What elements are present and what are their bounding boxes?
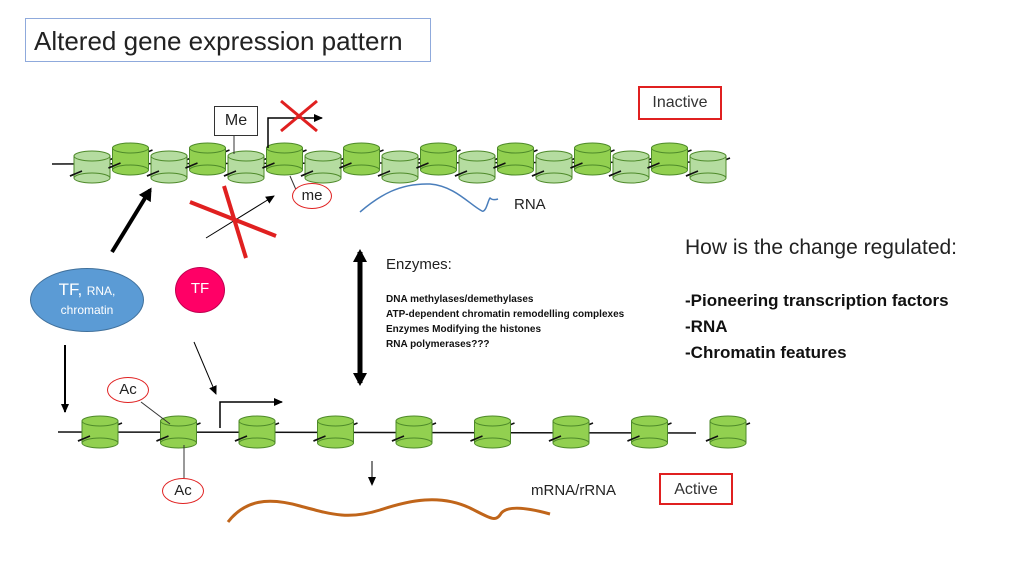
inactive-tss-arrow [267,114,323,148]
nucleosome [647,142,692,176]
pink-tf-arrow [193,341,217,395]
nucleosome [156,415,201,449]
red-x-block-transcription [280,99,318,133]
nucleosome [69,150,115,184]
enzyme-item: RNA polymerases??? [386,339,490,350]
tf-rna-label: RNA, [86,284,116,298]
nucleosome [570,142,615,176]
tf-main-label: TF, [58,280,83,299]
nucleosome [377,150,423,184]
tf-pink-oval: TF [175,267,225,313]
nucleosome [416,142,461,176]
nucleosome [313,415,358,449]
inactive-chromatin-fiber [51,142,731,184]
nucleosome [454,150,500,184]
nucleosome [548,415,594,449]
enzyme-item: Enzymes Modifying the histones [386,324,542,335]
regulation-heading: How is the change regulated: [685,236,958,259]
rna-label: RNA [514,196,546,213]
red-x-block-pathway [189,185,277,259]
nucleosome [339,142,384,176]
nucleosome [262,142,307,176]
nucleosome [300,150,346,184]
enzyme-item: DNA methylases/demethylases [386,294,534,305]
nucleosome [685,150,731,184]
inactive-label: Inactive [638,86,722,120]
active-tss-arrow [219,398,283,428]
methylation-box: Me [214,106,258,136]
ac-top-connector [140,401,171,425]
dna-strand [57,431,697,434]
acetylation-oval-top: Ac [107,377,149,403]
nucleosome [493,142,538,176]
tf-rna-chromatin-oval: TF, RNA, chromatin [30,268,144,332]
enzyme-item: ATP-dependent chromatin remodelling comp… [386,309,625,320]
rna-transcript-wave [359,183,499,213]
nucleosome [108,142,153,176]
nucleosome [627,415,672,449]
regulation-item: -Chromatin features [685,343,847,362]
enzymes-heading: Enzymes: [386,256,452,273]
nucleosome [223,150,269,184]
methylation-oval: me [292,183,332,209]
active-label: Active [659,473,733,505]
tf-chromatin-label: chromatin [60,303,114,317]
acetylation-oval-bottom: Ac [162,478,204,504]
nucleosome [705,415,751,449]
nucleosome [185,142,230,176]
tf-to-inactive-arrow [110,187,152,254]
nucleosome [470,415,515,449]
regulation-item: -RNA [685,317,728,336]
regulation-list: -Pioneering transcription factors -RNA -… [685,288,949,366]
nucleosome [391,415,437,449]
nucleosome [77,415,123,449]
mrna-rrna-label: mRNA/rRNA [531,482,616,499]
mrna-transcript-wave [226,498,551,523]
nucleosome [234,415,280,449]
nucleosome [608,150,654,184]
active-chromatin-fiber [57,415,751,449]
enzymes-list: DNA methylases/demethylases ATP-dependen… [386,292,624,352]
nucleosome [146,150,192,184]
regulation-item: -Pioneering transcription factors [685,291,949,310]
slide-title: Altered gene expression pattern [25,18,431,62]
nucleosome [531,150,577,184]
blocked-pathway-arrow [205,195,275,239]
